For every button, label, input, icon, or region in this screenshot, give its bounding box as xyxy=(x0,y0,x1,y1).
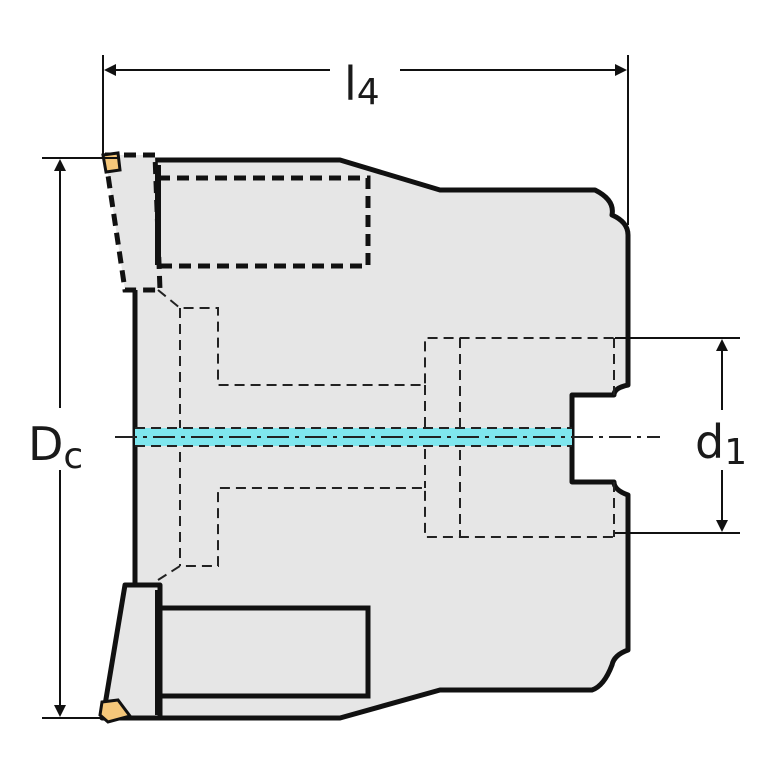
top-clamp-slot xyxy=(155,175,371,269)
bottom-insert-tip xyxy=(98,698,133,724)
d1-label: d1 xyxy=(695,415,747,473)
top-insert-pocket xyxy=(102,152,163,293)
dimension-l4 xyxy=(102,55,629,225)
dimension-dc xyxy=(42,157,120,719)
l4-label: l4 xyxy=(344,57,380,113)
dc-label: Dc xyxy=(28,417,83,477)
dimension-d1 xyxy=(615,337,740,534)
bottom-clamp-slot xyxy=(157,605,371,699)
top-insert-tip xyxy=(101,151,122,174)
bottom-insert-pocket xyxy=(99,582,163,721)
